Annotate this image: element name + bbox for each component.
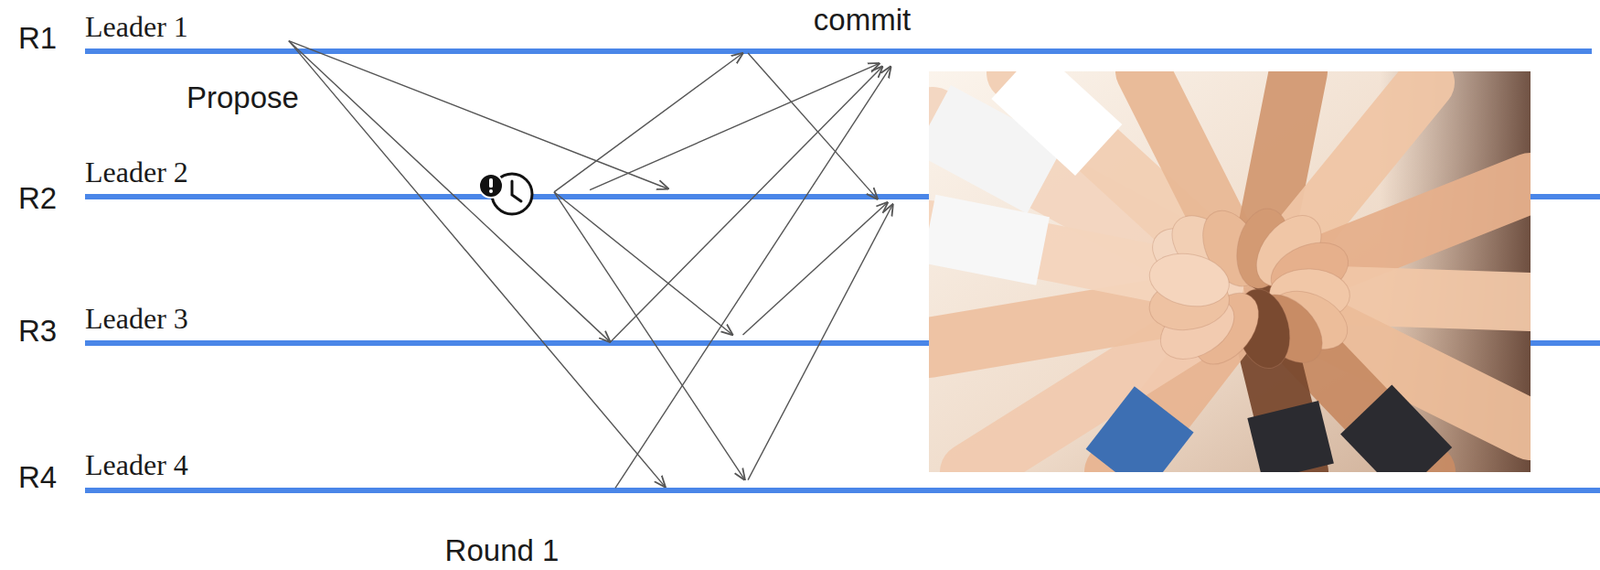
replica-label: R1 [18, 21, 57, 56]
photo-shade [928, 71, 1531, 472]
round-label: Round 1 [445, 533, 560, 568]
sleeve [1365, 408, 1427, 472]
sleeve [1282, 408, 1299, 472]
teamwork-photo [928, 71, 1531, 472]
message-arrow [554, 53, 743, 192]
sleeve [928, 228, 1044, 252]
message-arrow [288, 41, 669, 190]
replica-label: R2 [18, 181, 57, 216]
message-arrow [747, 203, 893, 480]
replica-label: R4 [18, 459, 57, 495]
sleeve [1014, 73, 1099, 150]
message-arrow [747, 53, 878, 200]
leader-label: Leader 1 [85, 10, 189, 44]
message-arrow [288, 41, 611, 342]
alert-dot [479, 173, 503, 198]
timeout-icon [479, 173, 533, 214]
message-arrow [743, 202, 888, 335]
phase-label: commit [813, 2, 911, 38]
clock-hands [512, 181, 522, 202]
alert-bar [489, 178, 493, 188]
alert-point [489, 189, 493, 193]
message-arrow [554, 192, 733, 335]
message-arrow [589, 63, 880, 190]
leader-label: Leader 2 [85, 155, 189, 190]
hand [1144, 246, 1234, 313]
timeline [85, 487, 1600, 493]
phase-label: Propose [186, 80, 299, 116]
photo-background [928, 71, 1531, 472]
leader-label: Leader 4 [85, 448, 189, 482]
sleeve [1115, 408, 1164, 472]
replica-label: R3 [18, 313, 57, 349]
message-arrow [288, 41, 666, 488]
message-arrow [615, 66, 891, 489]
leader-label: Leader 3 [85, 301, 189, 336]
